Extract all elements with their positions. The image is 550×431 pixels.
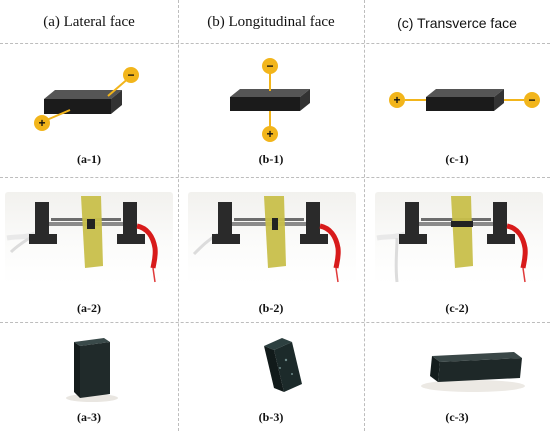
photo-transverse-setup (375, 192, 543, 284)
photo-sample-longitudinal (264, 338, 302, 392)
diagram-longitudinal-face: − + (230, 58, 310, 142)
row-divider-3 (0, 322, 550, 323)
negative-terminal-icon (123, 67, 139, 83)
column-divider-2 (364, 0, 365, 431)
caption-a1: (a-1) (77, 152, 101, 166)
caption-b3: (b-3) (258, 410, 284, 424)
caption-b1: (b-1) (258, 152, 284, 166)
caption-c2: (c-2) (445, 301, 469, 315)
caption-c1: (c-1) (445, 152, 469, 166)
caption-a3: (a-3) (77, 410, 101, 424)
row-divider-1 (0, 43, 550, 44)
negative-terminal-icon (262, 58, 278, 74)
header-longitudinal-face: (b) Longitudinal face (207, 14, 335, 30)
minus-sign: − (528, 93, 535, 107)
caption-c3: (c-3) (445, 410, 469, 424)
diagram-lateral-face: − + (34, 67, 139, 131)
caption-b2: (b-2) (258, 301, 284, 315)
positive-terminal-icon (389, 92, 405, 108)
positive-terminal-icon (34, 115, 50, 131)
plus-sign: + (393, 93, 400, 107)
photo-sample-lateral (66, 338, 118, 402)
photo-sample-transverse (421, 352, 525, 392)
negative-terminal-icon (524, 92, 540, 108)
positive-terminal-icon (262, 126, 278, 142)
minus-sign: − (127, 68, 134, 82)
block-transverse (426, 89, 504, 111)
caption-a2: (a-2) (77, 301, 101, 315)
header-lateral-face: (a) Lateral face (43, 14, 135, 30)
photo-lateral-setup (5, 192, 173, 284)
column-divider-1 (178, 0, 179, 431)
row-divider-2 (0, 177, 550, 178)
photo-longitudinal-setup (188, 192, 356, 284)
header-transverse-face: (c) Transverce face (397, 15, 517, 31)
minus-sign: − (266, 59, 273, 73)
diagram-transverse-face: + − (389, 89, 540, 111)
block-lateral (44, 90, 122, 114)
plus-sign: + (38, 116, 45, 130)
block-longitudinal (230, 89, 310, 111)
plus-sign: + (266, 127, 273, 141)
